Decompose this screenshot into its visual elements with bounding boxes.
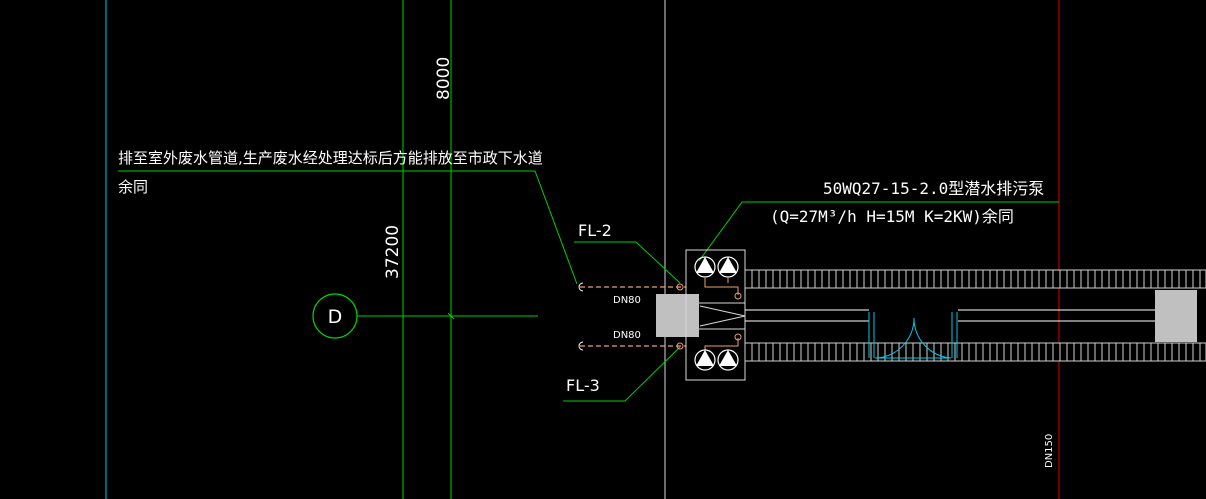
pump-model-label: 50WQ27-15-2.0型潜水排污泵 (823, 179, 1044, 198)
discharge-note-line1: 排至室外废水管道,生产废水经处理达标后方能排放至市政下水道 (118, 149, 543, 167)
riser-fl3-symbol (676, 342, 684, 350)
pipe-end-lower (578, 341, 584, 351)
riser-fl3-leader (563, 346, 681, 402)
pump-note-leader (698, 201, 1059, 262)
discharge-note-leader (118, 170, 578, 285)
pump-outlet-upper (734, 292, 742, 300)
riser-fl2-leader (574, 241, 681, 284)
door-opening-symbol (868, 312, 958, 359)
discharge-note-line2: 余同 (118, 178, 148, 196)
trench-hatch-lower (744, 342, 1206, 362)
sump-funnel (699, 305, 746, 327)
riser-label-fl3: FL-3 (566, 376, 600, 395)
pipe-dn-trench: DN150 (1044, 434, 1055, 468)
pump-outlet-lower (734, 333, 742, 341)
dimension-37200: 37200 (383, 225, 403, 279)
sump-block-right (1155, 290, 1197, 342)
riser-label-fl2: FL-2 (578, 221, 612, 240)
sump-pit-outline (685, 249, 746, 381)
pump-icon-3 (694, 349, 716, 371)
pump-icon-1 (694, 256, 716, 278)
sump-block-left (656, 294, 699, 337)
riser-fl2-symbol (676, 283, 684, 291)
pump-piping-upper (704, 278, 739, 295)
axis-d-tick (447, 312, 455, 320)
pipe-dn-lower: DN80 (613, 330, 641, 341)
pump-spec-label: (Q=27M³/h H=15M K=2KW)余同 (770, 207, 1014, 226)
pump-icon-4 (717, 349, 739, 371)
pipe-dn-upper: DN80 (613, 295, 641, 306)
axis-d-bubble (312, 293, 358, 339)
pump-icon-2 (717, 256, 739, 278)
axis-d-label: D (328, 306, 343, 328)
trench-hatch-upper (744, 269, 1206, 289)
pipe-end-upper (578, 282, 584, 292)
dimension-8000: 8000 (434, 57, 454, 100)
